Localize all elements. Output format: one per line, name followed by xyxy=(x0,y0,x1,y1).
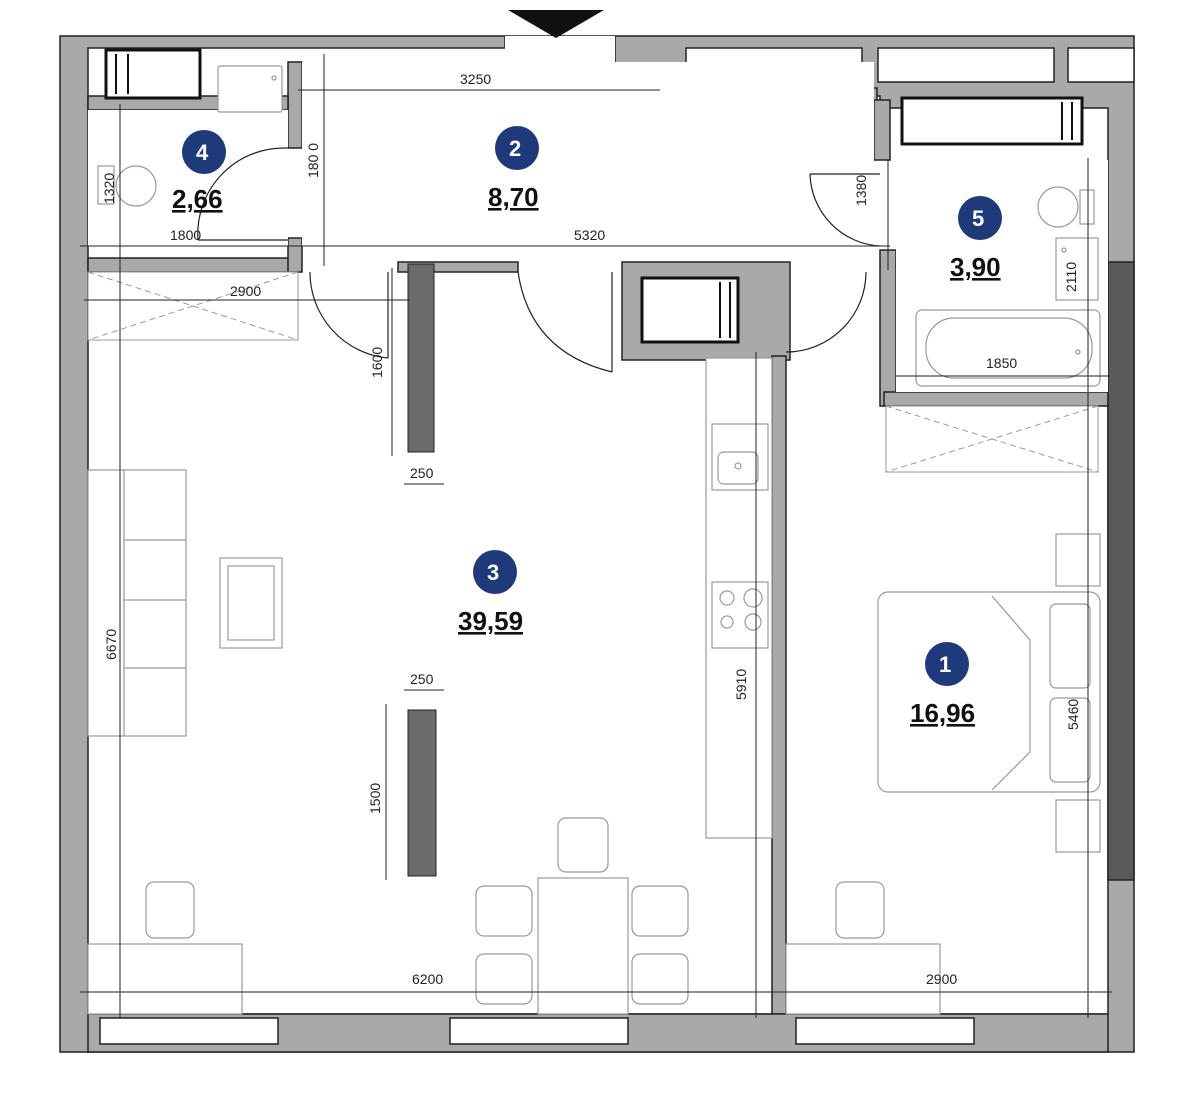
dim-2900-bottom: 2900 xyxy=(926,971,957,987)
toilet xyxy=(1079,189,1095,225)
room-markers: 4 2,66 2 8,70 5 3,90 3 39,59 1 16,96 xyxy=(172,126,1002,728)
room-number: 5 xyxy=(972,206,984,231)
bed xyxy=(877,591,1101,793)
room-1-marker: 1 16,96 xyxy=(910,642,975,728)
dim-3250: 3250 xyxy=(460,71,491,87)
dim-2110: 2110 xyxy=(1063,262,1079,292)
pillow xyxy=(1049,603,1091,689)
entrance-arrow xyxy=(508,10,604,38)
window xyxy=(449,1017,629,1045)
nightstand xyxy=(1055,799,1101,853)
dim-1800-vertical: 180 0 xyxy=(305,143,321,178)
sofa xyxy=(87,469,187,737)
dim-250-bottom: 250 xyxy=(410,671,434,687)
door-swing xyxy=(809,173,881,247)
wall-segment xyxy=(883,391,1109,407)
door-swing xyxy=(785,271,867,353)
wall-segment xyxy=(505,36,615,62)
window xyxy=(1067,47,1135,83)
shaft-lines xyxy=(115,54,1073,338)
room-area: 39,59 xyxy=(458,606,523,636)
room-area: 8,70 xyxy=(488,182,539,212)
dimension-labels: 3250 180 0 1320 1800 5320 1380 2900 2110… xyxy=(101,71,1081,987)
room-area: 2,66 xyxy=(172,184,223,214)
wall-segment xyxy=(879,249,897,407)
chair xyxy=(835,881,885,939)
dim-1500: 1500 xyxy=(367,783,383,814)
dim-1380: 1380 xyxy=(853,175,869,206)
room-5-marker: 5 3,90 xyxy=(950,196,1002,282)
desk xyxy=(785,943,941,1015)
doors xyxy=(197,147,881,373)
window xyxy=(877,47,1055,83)
shaft xyxy=(900,96,1084,146)
chair xyxy=(475,885,533,937)
room-area: 3,90 xyxy=(950,252,1001,282)
toilet xyxy=(97,165,115,205)
wall-segment xyxy=(771,355,787,1015)
dim-6200: 6200 xyxy=(412,971,443,987)
dining-table xyxy=(537,877,629,1015)
columns xyxy=(407,263,437,877)
wall-segment xyxy=(873,99,891,161)
desk xyxy=(87,943,243,1015)
fixtures xyxy=(97,65,1101,839)
chair xyxy=(631,885,689,937)
window xyxy=(795,1017,975,1045)
wall-segment xyxy=(287,61,303,149)
toilet-bowl xyxy=(115,165,157,207)
room-number: 3 xyxy=(487,560,499,585)
dim-1600: 1600 xyxy=(369,347,385,378)
door-swing xyxy=(197,147,288,241)
column xyxy=(407,263,435,453)
wall-segment xyxy=(1107,261,1135,881)
room-2-marker: 2 8,70 xyxy=(488,126,539,212)
shaft xyxy=(640,276,740,344)
shaft xyxy=(104,48,202,100)
dim-1800-horizontal: 1800 xyxy=(170,227,201,243)
dim-5910: 5910 xyxy=(733,669,749,700)
dim-250-top: 250 xyxy=(410,465,434,481)
closets xyxy=(87,271,1099,473)
dim-5460: 5460 xyxy=(1065,699,1081,730)
dim-1850: 1850 xyxy=(986,355,1017,371)
room-area: 16,96 xyxy=(910,698,975,728)
dim-6670: 6670 xyxy=(103,629,119,660)
sink xyxy=(217,65,283,113)
dim-2900-top: 2900 xyxy=(230,283,261,299)
room-2-floor xyxy=(302,62,874,246)
wall-segment xyxy=(397,261,519,273)
room-number: 2 xyxy=(509,136,521,161)
chair xyxy=(475,953,533,1005)
pillow xyxy=(1049,697,1091,783)
chair xyxy=(557,817,609,873)
room-number: 4 xyxy=(196,140,209,165)
door-swing xyxy=(309,271,389,359)
room-4-marker: 4 2,66 xyxy=(172,130,226,214)
column xyxy=(407,709,437,877)
room-3-marker: 3 39,59 xyxy=(458,550,523,636)
chair xyxy=(145,881,195,939)
chair xyxy=(631,953,689,1005)
wall-segment xyxy=(287,237,303,273)
dim-1320: 1320 xyxy=(101,173,117,204)
door-swing xyxy=(517,271,613,373)
furniture xyxy=(87,469,1101,1015)
shafts xyxy=(104,48,1084,344)
dimension-lines xyxy=(80,54,1112,1018)
dim-5320: 5320 xyxy=(574,227,605,243)
room-number: 1 xyxy=(939,652,951,677)
toilet-bowl xyxy=(1037,186,1079,228)
nightstand xyxy=(1055,533,1101,587)
window xyxy=(99,1017,279,1045)
